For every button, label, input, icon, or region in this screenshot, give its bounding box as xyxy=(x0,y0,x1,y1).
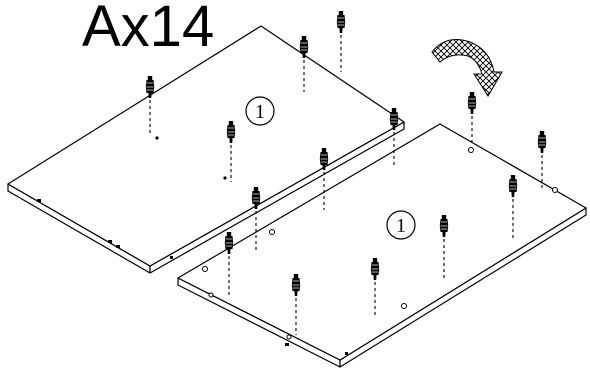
fitting-right-6 xyxy=(291,273,301,335)
fitting-left-4 xyxy=(223,120,236,182)
left-panel xyxy=(7,25,405,274)
part-marker-right-text: 1 xyxy=(396,215,406,237)
quantity-label: Ax14 xyxy=(82,0,215,59)
fitting-right-5 xyxy=(370,257,380,318)
fitting-left-6 xyxy=(319,147,329,210)
fitting-right-3 xyxy=(508,174,518,238)
fitting-left-2 xyxy=(299,35,309,92)
fitting-left-3 xyxy=(336,10,346,72)
part-marker-left: 1 xyxy=(245,96,275,126)
fitting-right-7 xyxy=(224,231,234,296)
fitting-left-5 xyxy=(389,107,399,168)
fitting-left-1 xyxy=(145,75,159,140)
fitting-left-7 xyxy=(251,186,261,250)
part-marker-right: 1 xyxy=(386,210,416,240)
part-marker-left-text: 1 xyxy=(255,101,265,123)
fitting-right-4 xyxy=(439,214,449,278)
curved-flip-arrow-icon xyxy=(431,39,503,97)
right-panel xyxy=(177,123,587,368)
fitting-right-1 xyxy=(467,91,477,146)
